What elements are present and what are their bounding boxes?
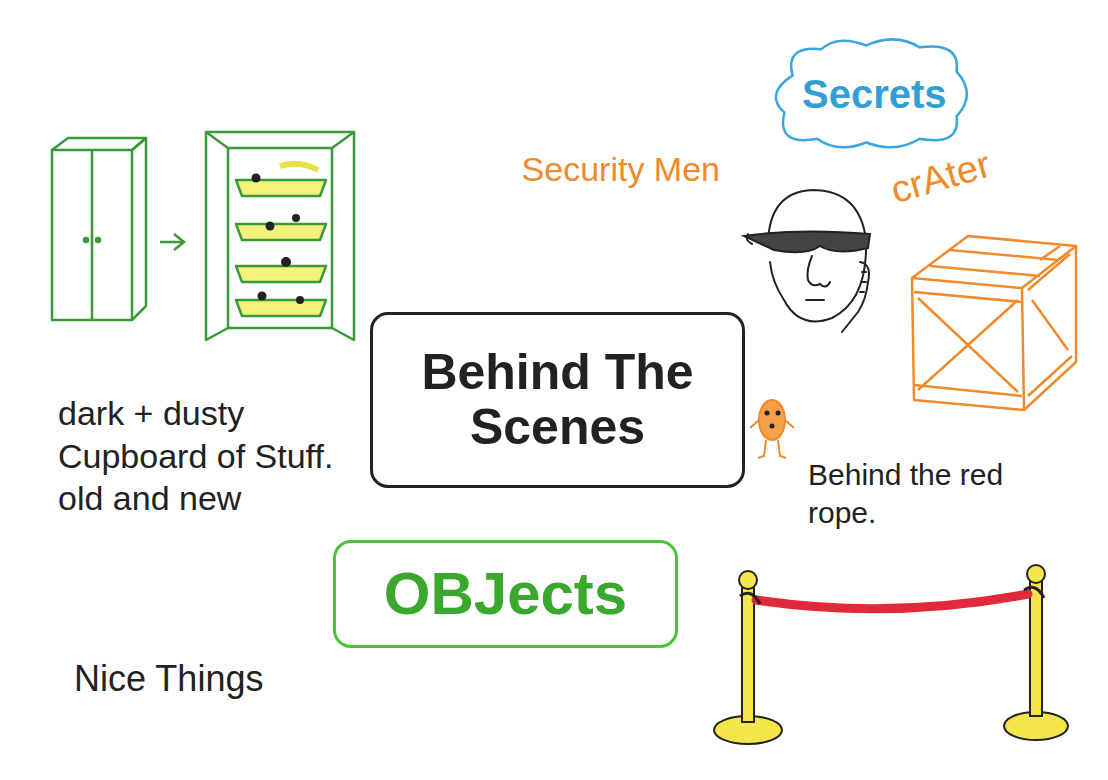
cloud-bubble: Secrets — [768, 38, 973, 150]
open-cupboard — [206, 132, 354, 340]
security-man — [744, 190, 870, 332]
egg-creature — [750, 400, 794, 458]
title-box: Behind The Scenes — [370, 312, 745, 488]
sketch-note: crAter — [885, 119, 1071, 214]
red-rope-barrier — [714, 565, 1068, 744]
change-arrow — [160, 234, 184, 250]
node-label: Secrets — [802, 72, 939, 116]
node-label: Behind The Scenes — [392, 345, 723, 455]
sketch-note: Nice Things — [74, 656, 314, 701]
topic-box: OBJects — [333, 540, 678, 648]
sketch-note: Behind the red rope. — [808, 456, 1018, 531]
sketch-note: dark + dusty Cupboard of Stuff. old and … — [58, 392, 350, 520]
closed-cupboard — [52, 138, 146, 320]
node-label: OBJects — [384, 561, 627, 627]
sketch-note: Security Men — [520, 148, 720, 191]
crate-drawing — [912, 236, 1076, 410]
